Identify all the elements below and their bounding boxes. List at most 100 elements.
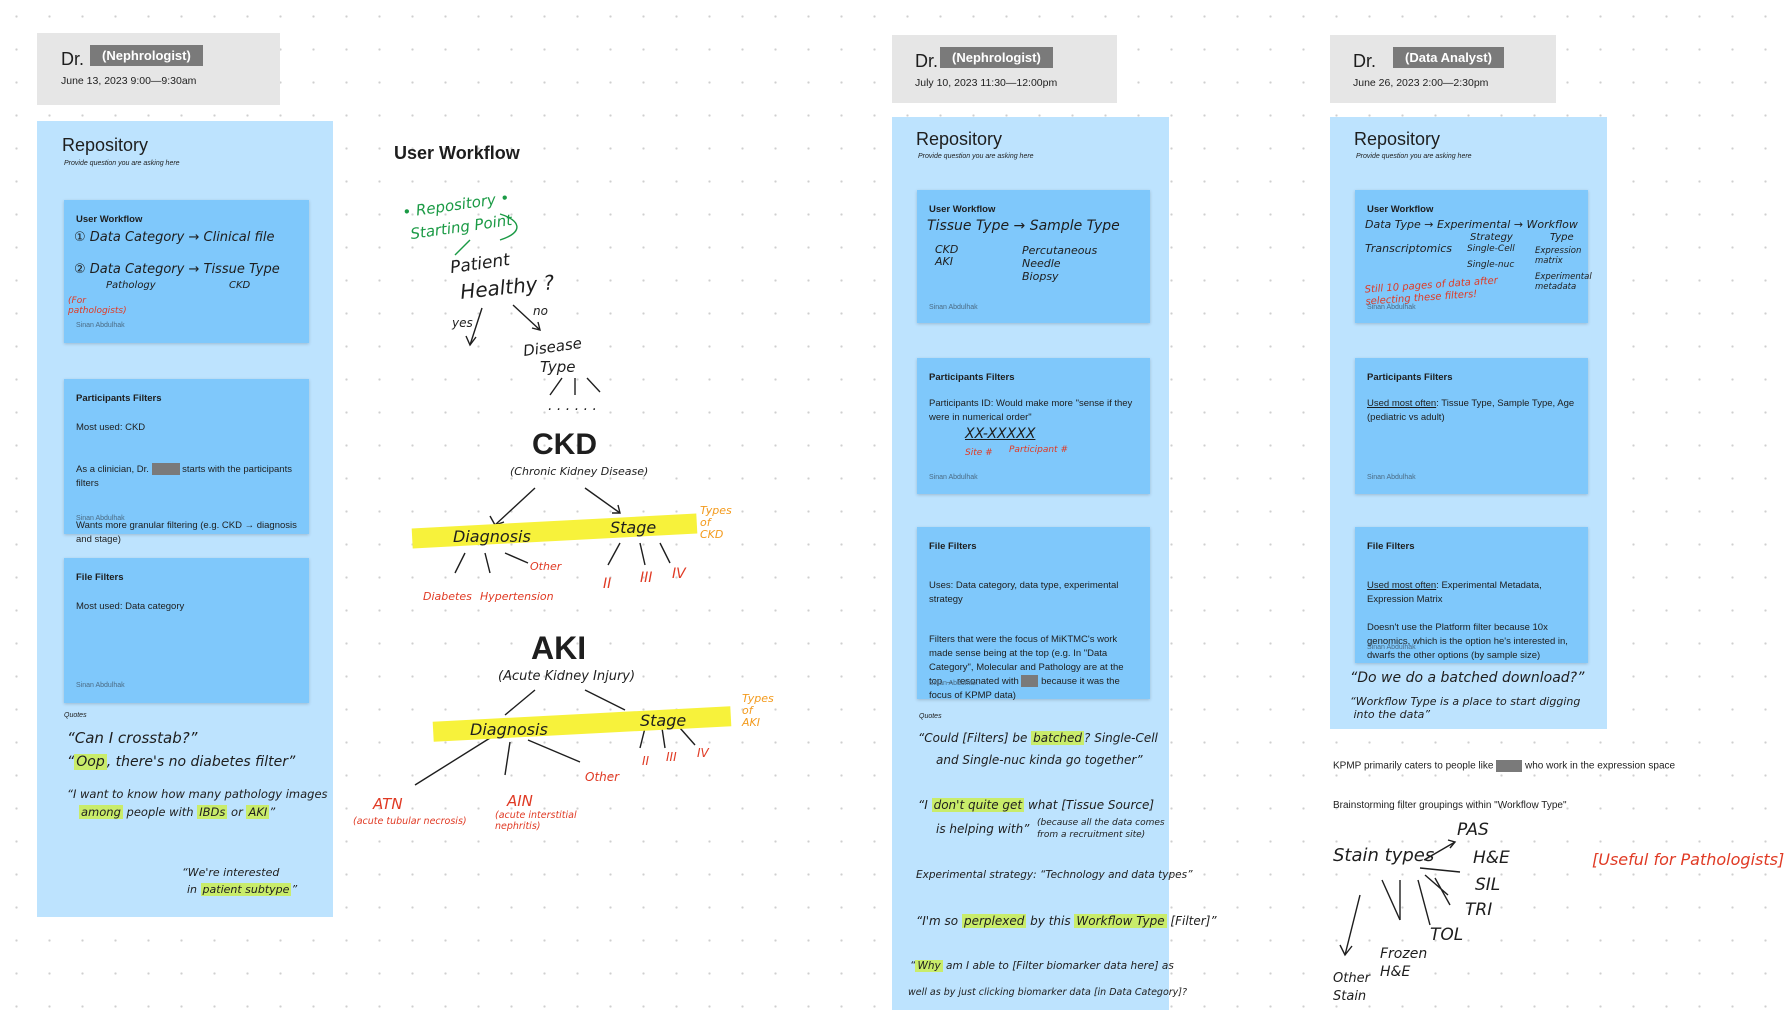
workflow-type-label: Type <box>1550 232 1574 243</box>
ckd-label: CKD <box>532 428 597 461</box>
quotes-label: Quotes <box>919 713 942 720</box>
ain-full-label: (acute interstitial nephritis) <box>495 810 577 832</box>
file-filters-body: Most used: Data category <box>76 601 185 612</box>
ckd-diagnosis-label: Diagnosis <box>453 527 531 546</box>
ckd-stage-ii: II <box>603 576 612 592</box>
redacted-name <box>151 463 180 476</box>
sticky-title: File Filters <box>929 541 977 552</box>
ckd-other-label: Other <box>530 560 562 573</box>
sticky-participants-filters[interactable]: Participants Filters Participants ID: Wo… <box>917 358 1150 494</box>
sticky-title: File Filters <box>76 572 124 583</box>
sticky-author: Sinan Abdulhak <box>1367 644 1416 651</box>
interview-date: June 26, 2023 2:00—2:30pm <box>1353 77 1489 89</box>
types-of-aki-label: Types of AKI <box>742 692 774 729</box>
quotes-label: Quotes <box>64 712 87 719</box>
repository-title: Repository <box>1354 129 1441 149</box>
aki-stage-label: Stage <box>640 711 687 730</box>
quote-patient-subtype: “We're interested <box>182 866 280 879</box>
type-label: Type <box>540 358 576 376</box>
quote-pathology-images-2: among people with IBDs or AKI” <box>79 805 276 819</box>
aki-stage-iii: III <box>666 750 677 764</box>
stain-pas: PAS <box>1457 820 1489 840</box>
quote-batched-2: and Single-nuc kinda go together” <box>936 753 1143 767</box>
repository-panel-1: Repository Provide question you are aski… <box>37 121 333 917</box>
interview-header-3: Dr. (Data Analyst) June 26, 2023 2:00—2:… <box>1330 35 1556 103</box>
sticky-participants-filters[interactable]: Participants Filters Most used: CKD As a… <box>64 379 309 545</box>
sticky-user-workflow[interactable]: User Workflow Data Type → Experimental →… <box>1355 190 1592 323</box>
sticky-author: Sinan Abdulhak <box>929 304 978 311</box>
aki-diagnosis-label: Diagnosis <box>470 720 548 739</box>
sticky-author: Sinan Abdulhak <box>929 680 978 687</box>
file-filters-platform-note: Doesn't use the Platform filter because … <box>1367 622 1568 661</box>
stain-tol: TOL <box>1430 925 1464 945</box>
sticky-author: Sinan Abdulhak <box>76 322 125 329</box>
atn-full-label: (acute tubular necrosis) <box>353 816 467 827</box>
patient-label: Patient <box>448 249 512 279</box>
sticky-file-filters[interactable]: File Filters Uses: Data category, data t… <box>917 527 1150 701</box>
workflow-line-2: ② Data Category → Tissue Type <box>74 262 280 277</box>
workflow-line-1: Tissue Type → Sample Type <box>927 218 1120 234</box>
ckd-stage-label: Stage <box>610 518 657 537</box>
ellipsis-label: . . . . . . <box>548 398 597 414</box>
interview-header-1: Dr. (Nephrologist) June 13, 2023 9:00—9:… <box>37 33 280 105</box>
participants-granular-note: Wants more granular filtering (e.g. CKD … <box>76 520 297 545</box>
workflow-col-a: CKD AKI <box>935 243 959 268</box>
repository-panel-3: Repository Provide question you are aski… <box>1330 117 1607 729</box>
sticky-user-workflow[interactable]: User Workflow ① Data Category → Clinical… <box>64 200 309 343</box>
types-of-ckd-label: Types of CKD <box>700 504 732 541</box>
sticky-author: Sinan Abdulhak <box>76 682 125 689</box>
aki-full-label: (Acute Kidney Injury) <box>498 669 636 684</box>
doctor-role-badge: (Data Analyst) <box>1393 47 1504 68</box>
sticky-file-filters[interactable]: File Filters Most used: Data category Si… <box>64 558 309 703</box>
file-filters-focus-note: Filters that were the focus of MiKTMC's … <box>929 634 1124 701</box>
participants-most-used: Most used: CKD <box>76 422 146 433</box>
participants-clinician-note: As a clinician, Dr. starts with the part… <box>76 463 292 489</box>
stain-types-label: Stain types <box>1333 845 1435 866</box>
workflow-transcriptomics: Transcriptomics <box>1365 242 1453 255</box>
interview-date: June 13, 2023 9:00—9:30am <box>61 75 197 87</box>
sticky-user-workflow[interactable]: User Workflow Tissue Type → Sample Type … <box>917 190 1150 323</box>
sticky-title: Participants Filters <box>76 393 162 404</box>
doctor-prefix: Dr. <box>1353 51 1377 71</box>
quote-pathology-images: “I want to know how many pathology image… <box>67 787 328 801</box>
ckd-stage-iii: III <box>640 570 653 586</box>
brainstorm-note: Brainstorming filter groupings within "W… <box>1333 800 1567 811</box>
file-filters-uses: Uses: Data category, data type, experime… <box>929 580 1119 605</box>
quote-tissue-source: “I don't quite get what [Tissue Source] <box>918 798 1155 812</box>
doctor-role-badge: (Nephrologist) <box>90 45 203 66</box>
repository-subtitle: Provide question you are asking here <box>1356 153 1472 160</box>
aki-stage-ii: II <box>642 754 650 768</box>
sticky-participants-filters[interactable]: Participants Filters Used most often: Ti… <box>1355 358 1588 494</box>
interview-header-2: Dr. (Nephrologist) July 10, 2023 11:30—1… <box>892 35 1117 103</box>
sticky-title: User Workflow <box>929 204 996 215</box>
sticky-title: Participants Filters <box>1367 372 1453 383</box>
workflow-line-2-sub-ckd: CKD <box>229 280 251 291</box>
repository-subtitle: Provide question you are asking here <box>64 160 180 167</box>
workflow-col-b: Percutaneous Needle Biopsy <box>1022 244 1098 283</box>
quote-diabetes-filter: “Oop, there's no diabetes filter” <box>67 754 296 770</box>
redacted-name <box>1496 760 1523 772</box>
sticky-file-filters[interactable]: File Filters Used most often: Experiment… <box>1355 527 1588 663</box>
participant-id-format: XX-XXXXX <box>965 426 1036 442</box>
workflow-line-1: Data Type → Experimental → Workflow <box>1365 218 1578 231</box>
quote-crosstab: “Can I crosstab?” <box>67 729 198 747</box>
stain-sil: SIL <box>1475 875 1501 895</box>
stain-he: H&E <box>1473 848 1510 868</box>
quote-workflow-type: “I'm so perplexed by this Workflow Type … <box>916 914 1217 928</box>
workflow-strategy: Strategy <box>1470 232 1513 243</box>
workflow-single-nuc: Single-nuc <box>1467 260 1515 270</box>
doctor-prefix: Dr. <box>61 49 85 69</box>
quote-experimental-strategy: Experimental strategy: “Technology and d… <box>916 869 1193 881</box>
doctor-prefix: Dr. <box>915 51 939 71</box>
sticky-title: User Workflow <box>1367 204 1434 215</box>
sticky-author: Sinan Abdulhak <box>1367 304 1416 311</box>
participant-number-label: Participant # <box>1009 445 1068 455</box>
ain-label: AIN <box>507 792 533 810</box>
aki-other-label: Other <box>585 770 620 784</box>
disease-label: Disease <box>522 333 583 361</box>
hypertension-label: Hypertension <box>480 590 554 603</box>
aki-label: AKI <box>531 630 587 666</box>
quote-biomarker: “Why am I able to [Filter biomarker data… <box>910 960 1174 972</box>
yes-label: yes <box>452 316 473 330</box>
quote-batched: “Could [Filters] be batched? Single-Cell <box>918 731 1158 745</box>
